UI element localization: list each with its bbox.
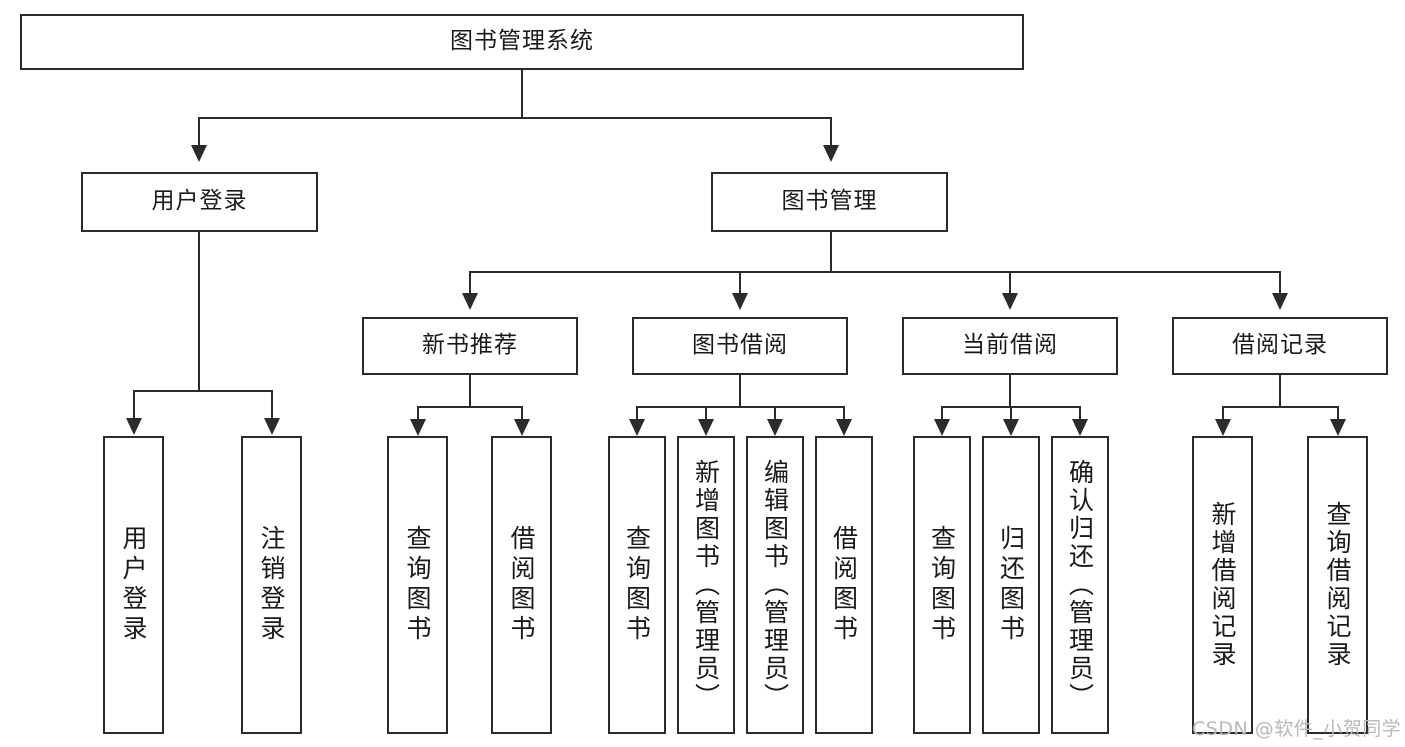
arrow-bor-1	[629, 419, 645, 436]
connector-root-stem	[521, 70, 523, 118]
node-label: 确认归还（管理员）	[1065, 459, 1095, 711]
node-new-book-recommend[interactable]: 新书推荐	[362, 317, 578, 375]
connector-level2-bus	[198, 117, 832, 119]
connector-drop-login-2	[271, 390, 273, 418]
arrow-rec-2	[514, 419, 530, 436]
connector-recommend-stem	[469, 375, 471, 407]
node-label: 借阅记录	[1232, 332, 1328, 359]
arrow-l3-1	[462, 293, 478, 310]
node-current-borrow[interactable]: 当前借阅	[902, 317, 1118, 375]
arrow-rec-1	[410, 419, 426, 436]
leaf-recommend-query-book[interactable]: 查询图书	[387, 436, 448, 734]
node-label: 图书管理系统	[450, 28, 594, 55]
connector-drop-l3-1	[469, 271, 471, 293]
node-label: 编辑图书（管理员）	[760, 459, 790, 711]
arrow-bor-2	[698, 419, 714, 436]
node-label: 借阅图书	[829, 525, 859, 645]
connector-drop-user-login	[198, 117, 200, 145]
connector-drop-l3-2	[739, 271, 741, 293]
node-label: 查询图书	[403, 525, 432, 645]
arrow-l3-3	[1002, 293, 1018, 310]
leaf-current-confirm-return-admin[interactable]: 确认归还（管理员）	[1051, 436, 1109, 734]
connector-level3-bus	[469, 271, 1281, 273]
node-label: 注销登录	[257, 525, 286, 645]
node-label: 归还图书	[996, 525, 1026, 645]
connector-drop-book-manage	[830, 117, 832, 145]
node-label: 当前借阅	[962, 332, 1058, 359]
node-label: 图书管理	[781, 188, 878, 215]
connector-drop-bor-3	[774, 406, 776, 420]
arrow-book-manage	[823, 145, 839, 162]
leaf-record-query-record[interactable]: 查询借阅记录	[1307, 436, 1368, 734]
arrow-bor-3	[767, 419, 783, 436]
node-label: 查询图书	[927, 525, 957, 645]
connector-user-login-bus	[133, 390, 273, 392]
connector-drop-login-1	[133, 390, 135, 418]
node-label: 用户登录	[119, 525, 148, 645]
connector-recommend-bus	[417, 406, 522, 408]
connector-record-stem	[1279, 375, 1281, 407]
arrow-cur-3	[1072, 419, 1088, 436]
node-label: 用户登录	[151, 188, 248, 215]
connector-drop-l3-4	[1279, 271, 1281, 293]
node-label: 查询借阅记录	[1323, 501, 1352, 669]
connector-drop-rec2-2	[1337, 406, 1339, 420]
connector-drop-cur-3	[1079, 406, 1081, 420]
leaf-borrow-borrow-book[interactable]: 借阅图书	[815, 436, 873, 734]
node-label: 新书推荐	[422, 332, 518, 359]
leaf-current-return-book[interactable]: 归还图书	[982, 436, 1040, 734]
node-root-system[interactable]: 图书管理系统	[20, 14, 1024, 70]
connector-drop-l3-3	[1009, 271, 1011, 293]
connector-drop-cur-2	[1010, 406, 1012, 420]
leaf-logout[interactable]: 注销登录	[241, 436, 302, 734]
arrow-login-2	[264, 418, 280, 435]
node-book-borrow[interactable]: 图书借阅	[632, 317, 848, 375]
leaf-current-query-book[interactable]: 查询图书	[913, 436, 971, 734]
leaf-borrow-query-book[interactable]: 查询图书	[608, 436, 666, 734]
arrow-rec2-1	[1215, 419, 1231, 436]
leaf-borrow-add-book-admin[interactable]: 新增图书（管理员）	[677, 436, 735, 734]
arrow-cur-2	[1003, 419, 1019, 436]
node-label: 借阅图书	[507, 525, 536, 645]
arrow-login-1	[126, 418, 142, 435]
leaf-recommend-borrow-book[interactable]: 借阅图书	[491, 436, 552, 734]
arrow-cur-1	[934, 419, 950, 436]
arrow-user-login	[191, 145, 207, 162]
arrow-l3-4	[1272, 293, 1288, 310]
node-label: 图书借阅	[692, 332, 788, 359]
leaf-borrow-edit-book-admin[interactable]: 编辑图书（管理员）	[746, 436, 804, 734]
node-borrow-record[interactable]: 借阅记录	[1172, 317, 1388, 375]
leaf-record-add-record[interactable]: 新增借阅记录	[1192, 436, 1253, 734]
connector-drop-bor-1	[636, 406, 638, 420]
connector-record-bus	[1222, 406, 1338, 408]
connector-drop-rec-1	[417, 406, 419, 420]
leaf-user-login[interactable]: 用户登录	[103, 436, 164, 734]
connector-borrow-bus	[636, 406, 844, 408]
watermark-text: CSDN @软件_小贺同学	[1192, 718, 1402, 740]
connector-book-manage-stem	[830, 232, 832, 272]
arrow-bor-4	[836, 419, 852, 436]
connector-drop-cur-1	[941, 406, 943, 420]
node-label: 新增借阅记录	[1208, 501, 1237, 669]
connector-current-stem	[1009, 375, 1011, 407]
connector-drop-rec-2	[521, 406, 523, 420]
node-label: 查询图书	[622, 525, 652, 645]
connector-drop-bor-4	[843, 406, 845, 420]
arrow-l3-2	[732, 293, 748, 310]
node-label: 新增图书（管理员）	[691, 459, 721, 711]
connector-user-login-stem	[198, 232, 200, 392]
arrow-rec2-2	[1330, 419, 1346, 436]
node-user-login[interactable]: 用户登录	[81, 172, 318, 232]
node-book-management[interactable]: 图书管理	[711, 172, 948, 232]
connector-drop-bor-2	[705, 406, 707, 420]
connector-borrow-stem	[739, 375, 741, 407]
connector-drop-rec2-1	[1222, 406, 1224, 420]
